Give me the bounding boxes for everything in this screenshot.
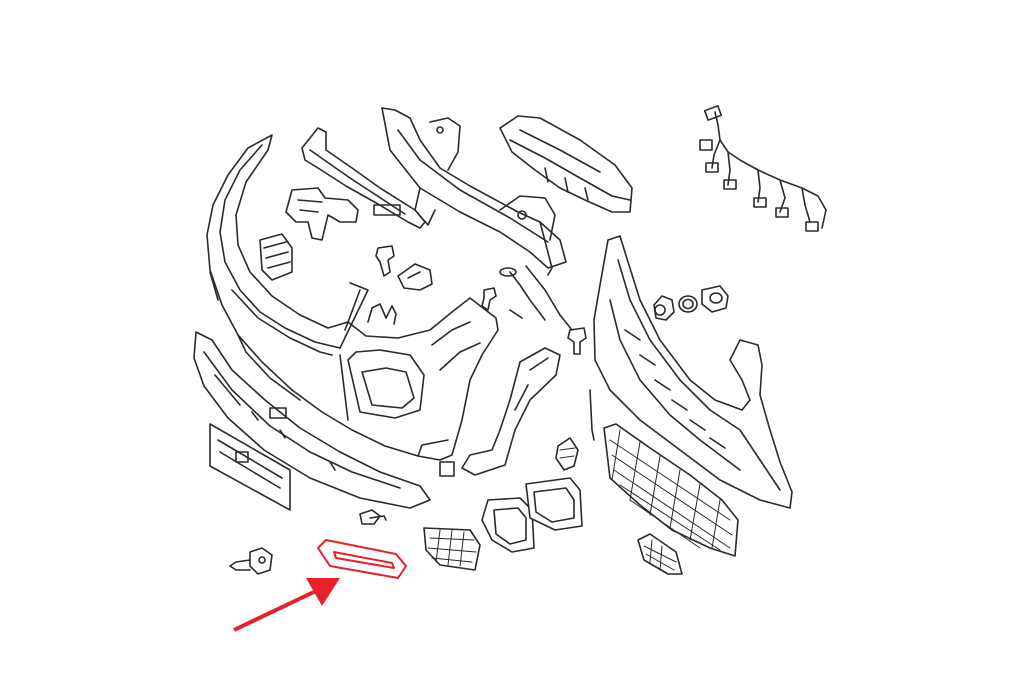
link-rods [499, 265, 595, 441]
center-support-bracket [301, 127, 426, 229]
side-reinforcement [439, 347, 561, 477]
fog-lamp-bezel [525, 477, 583, 531]
parking-sensor [653, 295, 675, 321]
bumper-cover [206, 134, 499, 461]
lower-side-grille [423, 527, 481, 571]
lower-spoiler [193, 331, 431, 509]
wiring-harness [699, 105, 827, 232]
left-mounting-bracket [285, 187, 359, 241]
center-mesh-grille [603, 423, 739, 557]
upper-cross-member [381, 107, 567, 276]
u-bracket [367, 303, 397, 325]
fog-lamp-frame [481, 497, 535, 553]
license-plate-holder [209, 423, 291, 511]
air-deflector [499, 115, 633, 213]
side-mesh-grille [637, 533, 683, 575]
clip-fastener [375, 245, 587, 355]
sensor-holder [701, 285, 729, 313]
sensor-ring [678, 295, 698, 313]
reflector-trim [317, 539, 407, 579]
small-mesh-insert [555, 437, 579, 471]
control-module [259, 233, 293, 281]
grille-frame [593, 235, 793, 509]
cover-cap [397, 263, 433, 291]
bolt [359, 509, 387, 525]
washer-nozzle [229, 547, 273, 575]
arrow-icon [233, 578, 340, 632]
